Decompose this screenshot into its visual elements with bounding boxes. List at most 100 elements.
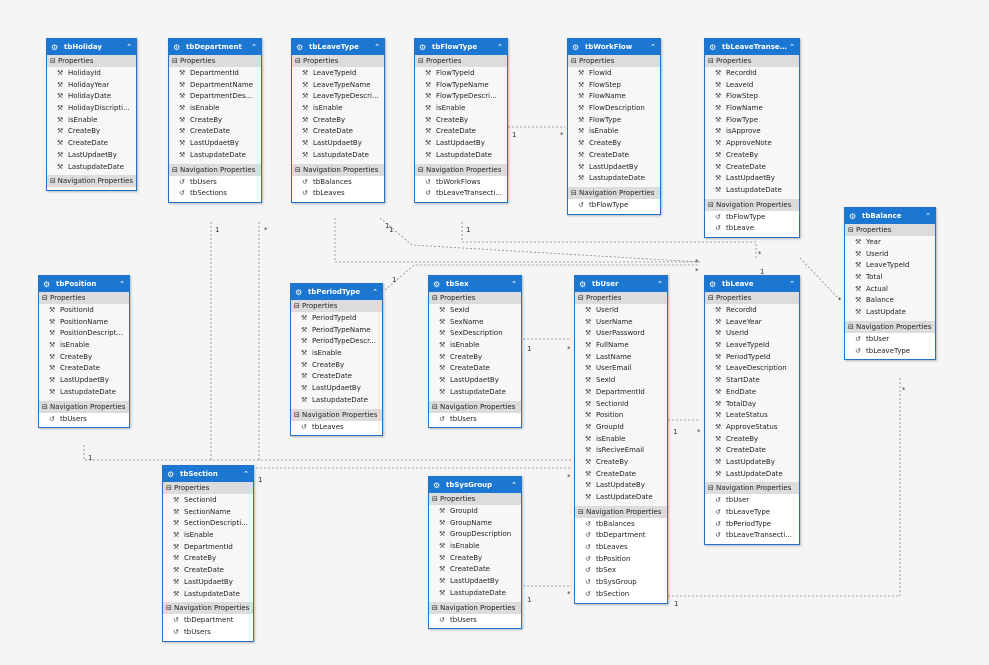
property-item[interactable]: ⚒FlowStep (568, 80, 660, 92)
property-item[interactable]: ⚒LastUpdaetBy (705, 173, 799, 185)
property-item[interactable]: ⚒isReciveEmail (575, 445, 667, 457)
navigation-item[interactable]: ↺tbSex (575, 565, 667, 577)
entity-header[interactable]: ⚙tbLeave⌃ (705, 276, 799, 292)
chevron-up-icon[interactable]: ⌃ (789, 280, 795, 288)
minus-toggle-icon[interactable]: ⊟ (708, 200, 714, 209)
property-item[interactable]: ⚒FlowStep (705, 91, 799, 103)
property-item[interactable]: ⚒LastupdateDate (292, 150, 384, 162)
property-item[interactable]: ⚒UserPassword (575, 328, 667, 340)
property-item[interactable]: ⚒LastUpdaetBy (47, 150, 136, 162)
navigation-item[interactable]: ↺tbLeaveTransecti... (705, 530, 799, 542)
entity-header[interactable]: ⚙tbLeaveType⌃ (292, 39, 384, 55)
property-item[interactable]: ⚒SexId (429, 305, 521, 317)
property-item[interactable]: ⚒FlowType (568, 115, 660, 127)
property-item[interactable]: ⚒CreateDate (415, 126, 507, 138)
property-item[interactable]: ⚒FlowDescription (568, 103, 660, 115)
entity-header[interactable]: ⚙tbSex⌃ (429, 276, 521, 292)
navigation-section-header[interactable]: ⊟Navigation Properties (47, 175, 136, 188)
properties-section-header[interactable]: ⊟Properties (429, 493, 521, 505)
property-item[interactable]: ⚒EndDate (705, 387, 799, 399)
properties-section-header[interactable]: ⊟Properties (845, 224, 935, 236)
entity-header[interactable]: ⚙tbSysGroup⌃ (429, 477, 521, 493)
minus-toggle-icon[interactable]: ⊟ (848, 322, 854, 331)
property-item[interactable]: ⚒CreateDate (429, 564, 521, 576)
minus-toggle-icon[interactable]: ⊟ (578, 294, 584, 302)
navigation-item[interactable]: ↺tbUsers (163, 627, 253, 639)
chevron-up-icon[interactable]: ⌃ (789, 43, 795, 51)
navigation-section-header[interactable]: ⊟Navigation Properties (292, 163, 384, 176)
property-item[interactable]: ⚒LastupdateDate (568, 173, 660, 185)
minus-toggle-icon[interactable]: ⊟ (295, 165, 301, 174)
property-item[interactable]: ⚒CreateBy (291, 360, 382, 372)
property-item[interactable]: ⚒isEnable (429, 541, 521, 553)
association-line[interactable] (799, 257, 841, 301)
property-item[interactable]: ⚒LeaveYear (705, 317, 799, 329)
minus-toggle-icon[interactable]: ⊟ (172, 165, 178, 174)
property-item[interactable]: ⚒Total (845, 272, 935, 284)
property-item[interactable]: ⚒UserName (575, 317, 667, 329)
association-line[interactable] (334, 218, 700, 263)
property-item[interactable]: ⚒isEnable (291, 348, 382, 360)
property-item[interactable]: ⚒LastupdateDate (291, 395, 382, 407)
entity-header[interactable]: ⚙tbBalance⌃ (845, 208, 935, 224)
property-item[interactable]: ⚒CreateDate (163, 565, 253, 577)
navigation-item[interactable]: ↺tbSection (575, 589, 667, 601)
entity-header[interactable]: ⚙tbSection⌃ (163, 466, 253, 482)
property-item[interactable]: ⚒DepartmentId (163, 542, 253, 554)
navigation-section-header[interactable]: ⊟Navigation Properties (705, 482, 799, 495)
property-item[interactable]: ⚒Balance (845, 295, 935, 307)
property-item[interactable]: ⚒FullName (575, 340, 667, 352)
property-item[interactable]: ⚒LastupdateDate (415, 150, 507, 162)
navigation-item[interactable]: ↺tbUsers (429, 414, 521, 426)
minus-toggle-icon[interactable]: ⊟ (848, 226, 854, 234)
navigation-section-header[interactable]: ⊟Navigation Properties (169, 163, 261, 176)
property-item[interactable]: ⚒isEnable (415, 103, 507, 115)
properties-section-header[interactable]: ⊟Properties (169, 55, 261, 67)
property-item[interactable]: ⚒CreateBy (39, 352, 129, 364)
minus-toggle-icon[interactable]: ⊟ (571, 57, 577, 65)
entity-tbsex[interactable]: ⚙tbSex⌃⊟Properties⚒SexId⚒SexName⚒SexDesc… (428, 275, 522, 429)
property-item[interactable]: ⚒DepartmentId (169, 68, 261, 80)
navigation-item[interactable]: ↺tbUsers (169, 177, 261, 189)
navigation-item[interactable]: ↺tbLeaveType (705, 507, 799, 519)
property-item[interactable]: ⚒HolidayDiscripti... (47, 103, 136, 115)
minus-toggle-icon[interactable]: ⊟ (172, 57, 178, 65)
properties-section-header[interactable]: ⊟Properties (575, 292, 667, 304)
chevron-up-icon[interactable]: ⌃ (372, 288, 378, 296)
properties-section-header[interactable]: ⊟Properties (568, 55, 660, 67)
entity-tbleavetype[interactable]: ⚙tbLeaveType⌃⊟Properties⚒LeaveTypeId⚒Lea… (291, 38, 385, 203)
entity-tbuser[interactable]: ⚙tbUser⌃⊟Properties⚒UserId⚒UserName⚒User… (574, 275, 668, 604)
navigation-section-header[interactable]: ⊟Navigation Properties (705, 198, 799, 211)
property-item[interactable]: ⚒CreateBy (429, 352, 521, 364)
property-item[interactable]: ⚒Position (575, 410, 667, 422)
minus-toggle-icon[interactable]: ⊟ (708, 57, 714, 65)
entity-header[interactable]: ⚙tbFlowType⌃ (415, 39, 507, 55)
property-item[interactable]: ⚒CreateDate (47, 138, 136, 150)
properties-section-header[interactable]: ⊟Properties (47, 55, 136, 67)
entity-tbsysgroup[interactable]: ⚙tbSysGroup⌃⊟Properties⚒GroupId⚒GroupNam… (428, 476, 522, 630)
property-item[interactable]: ⚒FlowTypeDescri... (415, 91, 507, 103)
chevron-up-icon[interactable]: ⌃ (657, 280, 663, 288)
property-item[interactable]: ⚒PeriodTypeName (291, 325, 382, 337)
property-item[interactable]: ⚒PeriodTypeId (705, 352, 799, 364)
property-item[interactable]: ⚒FlowId (568, 68, 660, 80)
property-item[interactable]: ⚒CreateDate (169, 126, 261, 138)
chevron-up-icon[interactable]: ⌃ (511, 280, 517, 288)
property-item[interactable]: ⚒LeaveDescription (705, 363, 799, 375)
property-item[interactable]: ⚒LastUpdaetBy (292, 138, 384, 150)
minus-toggle-icon[interactable]: ⊟ (432, 402, 438, 411)
entity-header[interactable]: ⚙tbDepartment⌃ (169, 39, 261, 55)
chevron-up-icon[interactable]: ⌃ (243, 470, 249, 478)
minus-toggle-icon[interactable]: ⊟ (42, 402, 48, 411)
property-item[interactable]: ⚒isEnable (47, 115, 136, 127)
entity-header[interactable]: ⚙tbWorkFlow⌃ (568, 39, 660, 55)
minus-toggle-icon[interactable]: ⊟ (294, 302, 300, 310)
property-item[interactable]: ⚒LastUpdate (845, 307, 935, 319)
property-item[interactable]: ⚒Actual (845, 284, 935, 296)
property-item[interactable]: ⚒LeaveTypeName (292, 80, 384, 92)
entity-header[interactable]: ⚙tbPeriodType⌃ (291, 284, 382, 300)
property-item[interactable]: ⚒LeaveTypeId (845, 260, 935, 272)
property-item[interactable]: ⚒LastupdateDate (169, 150, 261, 162)
minus-toggle-icon[interactable]: ⊟ (50, 57, 56, 65)
property-item[interactable]: ⚒LeaveTypeId (292, 68, 384, 80)
